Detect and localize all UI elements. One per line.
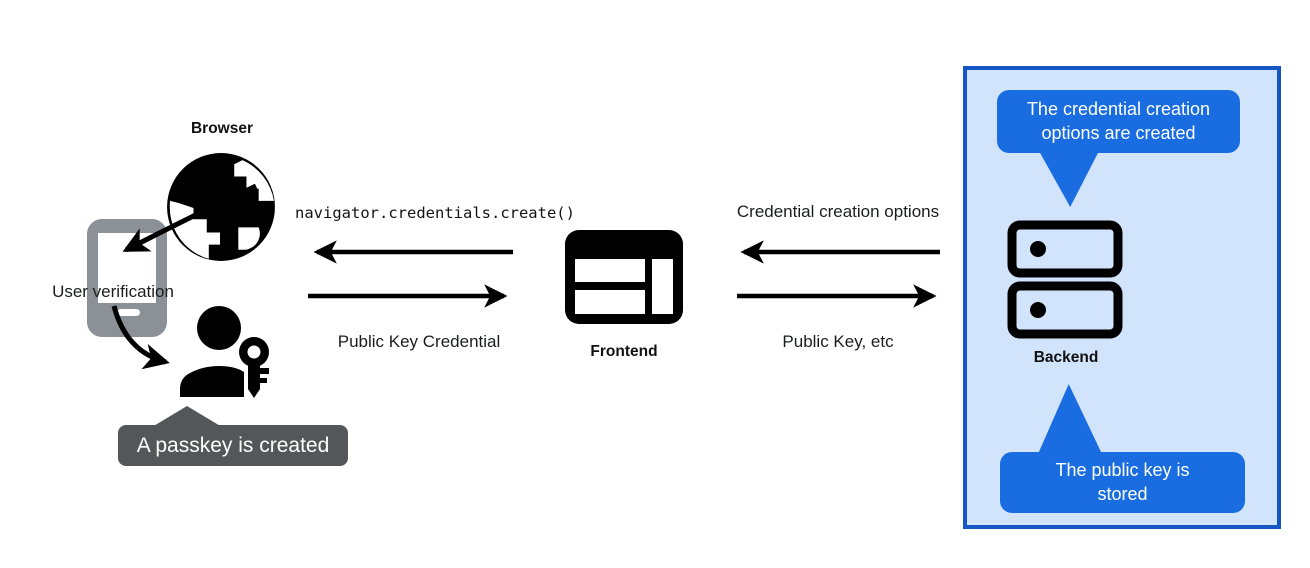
credential-creation-options-label: Credential creation options: [736, 202, 940, 221]
server-icon: [1006, 219, 1124, 340]
callout-options-created: The credential creation options are crea…: [997, 90, 1240, 153]
backend-label: Backend: [1033, 349, 1099, 366]
public-key-credential-label: Public Key Credential: [337, 332, 501, 351]
passkey-created-tooltip: A passkey is created: [118, 425, 348, 466]
passkey-created-text: A passkey is created: [136, 433, 330, 457]
frontend-label: Frontend: [590, 343, 658, 360]
person-key-icon: [176, 300, 280, 402]
public-key-etc-label: Public Key, etc: [782, 332, 894, 351]
globe-icon: [164, 150, 278, 264]
smartphone-icon: [87, 219, 167, 337]
callout-public-key-stored-text: The public key is stored: [1055, 459, 1190, 504]
callout-options-created-text: The credential creation options are crea…: [1026, 98, 1211, 143]
navigator-create-call: navigator.credentials.create(): [295, 204, 575, 222]
browser-label: Browser: [190, 120, 254, 137]
browser-window-icon: [565, 230, 683, 324]
passkey-tooltip-tail: [152, 406, 222, 427]
callout-public-key-stored: The public key is stored: [1000, 452, 1245, 513]
user-verification-label: User verification: [52, 282, 174, 301]
